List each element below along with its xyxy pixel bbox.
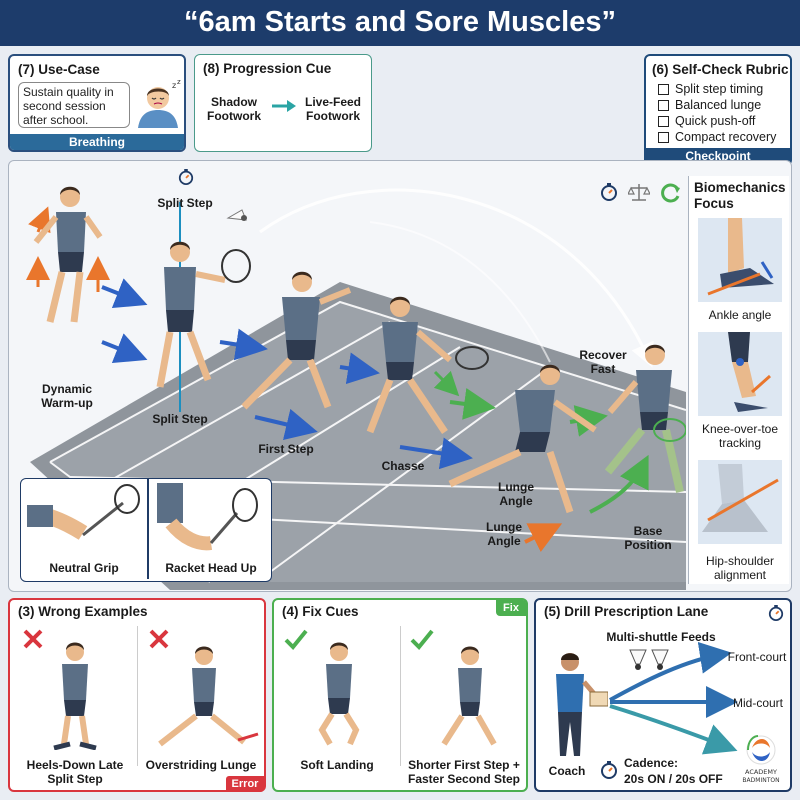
cadence-label: Cadence: <box>624 756 679 770</box>
fix-badge: Fix <box>496 600 526 616</box>
error-cross-icon <box>23 629 43 649</box>
front-court-label: Front-court <box>727 650 787 664</box>
hip-shoulder-illustration <box>698 460 782 544</box>
cadence-value: 20s ON / 20s OFF <box>624 772 723 786</box>
coach-label: Coach <box>548 764 586 778</box>
base-position-label: Base Position <box>624 524 672 552</box>
progression-card: (8) Progression Cue Shadow Footwork Live… <box>194 54 372 152</box>
refresh-icon <box>661 183 680 203</box>
use-case-footer: Breathing <box>10 134 184 150</box>
academy-logo-icon: ACADEMY BADMINTON <box>742 735 780 784</box>
stopwatch-icon <box>178 169 194 185</box>
mid-court-label: Mid-court <box>732 696 783 710</box>
checkbox-icon[interactable] <box>658 131 669 143</box>
player-first-step-illustration <box>441 646 497 746</box>
drill-heading: (5) Drill Prescription Lane <box>544 604 709 619</box>
error-badge: Error <box>226 776 264 792</box>
overstriding-label: Overstriding Lunge <box>145 758 257 772</box>
player-figure <box>448 364 597 514</box>
balance-scale-icon <box>628 184 650 201</box>
use-case-bubble <box>18 82 130 128</box>
use-case-heading: (7) Use-Case <box>18 62 100 77</box>
feed-paths <box>609 641 738 755</box>
player-figure <box>366 296 489 434</box>
rubric-heading: (6) Self-Check Rubric <box>652 62 789 77</box>
ankle-angle-label: Ankle angle <box>708 308 772 322</box>
split-step-label: Split Step <box>152 412 208 426</box>
stopwatch-icon <box>768 605 784 621</box>
racket-head-up-illustration <box>157 483 258 551</box>
neutral-grip-label: Neutral Grip <box>49 561 119 575</box>
check-mark-icon <box>410 629 434 650</box>
checkbox-icon[interactable] <box>658 83 669 95</box>
use-case-text: Sustain quality in second session after … <box>23 85 114 127</box>
drill-card: (5) Drill Prescription Lane Multi-shuttl… <box>534 598 792 792</box>
player-figure <box>33 186 103 323</box>
player-figure <box>604 344 686 493</box>
recover-fast-label: Recover Fast <box>579 348 627 376</box>
first-step-fix-label: Shorter First Step + Faster Second Step <box>407 758 521 786</box>
first-step-label: First Step <box>258 442 314 456</box>
arrow-right-icon <box>272 100 296 112</box>
chasse-label: Chasse <box>381 459 425 473</box>
wrong-examples-card: (3) Wrong Examples Heels-Down Late Split… <box>8 598 266 792</box>
shuttlecock-icon <box>226 209 247 221</box>
fix-cues-card: (4) Fix Cues Fix Soft Landing Shorter Fi… <box>272 598 528 792</box>
heels-down-label: Heels-Down Late Split Step <box>26 758 124 786</box>
multi-shuttle-feeds-label: Multi-shuttle Feeds <box>606 630 716 644</box>
use-case-card: (7) Use-Case Sustain quality in second s… <box>8 54 186 152</box>
error-cross-icon <box>149 629 169 649</box>
player-heels-down-illustration <box>53 642 97 750</box>
stopwatch-icon <box>601 183 617 201</box>
player-overstriding-illustration <box>158 646 259 747</box>
coach-illustration <box>556 653 608 756</box>
rubric-card: (6) Self-Check Rubric Split step timing … <box>644 54 792 166</box>
ankle-illustration <box>698 218 782 302</box>
grip-inset: Neutral Grip Racket Head Up <box>20 478 272 582</box>
svg-text:ACADEMY: ACADEMY <box>745 768 777 776</box>
fix-cues-heading: (4) Fix Cues <box>282 604 359 619</box>
check-mark-icon <box>284 629 308 650</box>
knee-tracking-label: Knee-over-toe tracking <box>701 422 779 450</box>
split-step-top-label: Split Step <box>157 196 213 210</box>
dynamic-warmup-label: Dynamic Warm-up <box>41 382 93 410</box>
soft-landing-label: Soft Landing <box>300 758 374 772</box>
title-bar <box>0 0 800 46</box>
player-figure <box>156 241 251 388</box>
tired-player-icon: z z <box>138 80 181 128</box>
svg-text:z: z <box>177 80 181 86</box>
checkbox-icon[interactable] <box>658 115 669 127</box>
shuttlecocks-icon <box>629 649 669 670</box>
page-title: “6am Starts and Sore Muscles” <box>184 6 616 38</box>
svg-text:BADMINTON: BADMINTON <box>742 777 779 784</box>
progression-to: Live-Feed Footwork <box>304 95 361 123</box>
checkbox-icon[interactable] <box>658 99 669 111</box>
neutral-grip-illustration <box>27 484 140 540</box>
progression-heading: (8) Progression Cue <box>203 61 332 76</box>
lunge-angle-lower-label: Lunge Angle <box>486 520 522 548</box>
rubric-item[interactable]: Compact recovery <box>658 129 776 145</box>
player-figure <box>241 271 352 410</box>
racket-head-up-label: Racket Head Up <box>165 561 257 575</box>
progression-from: Shadow Footwork <box>207 95 261 123</box>
rubric-item[interactable]: Quick push-off <box>658 113 776 129</box>
player-soft-landing-illustration <box>318 642 360 746</box>
rubric-item[interactable]: Split step timing <box>658 81 776 97</box>
hip-shoulder-label: Hip-shoulder alignment <box>705 554 775 582</box>
svg-text:z: z <box>172 81 176 90</box>
knee-illustration <box>698 332 782 416</box>
stopwatch-icon <box>601 761 617 779</box>
lunge-angle-upper-label: Lunge Angle <box>498 480 534 508</box>
biomechanics-heading: Biomechanics Focus <box>694 180 786 211</box>
rubric-item[interactable]: Balanced lunge <box>658 97 776 113</box>
wrong-examples-heading: (3) Wrong Examples <box>18 604 148 619</box>
